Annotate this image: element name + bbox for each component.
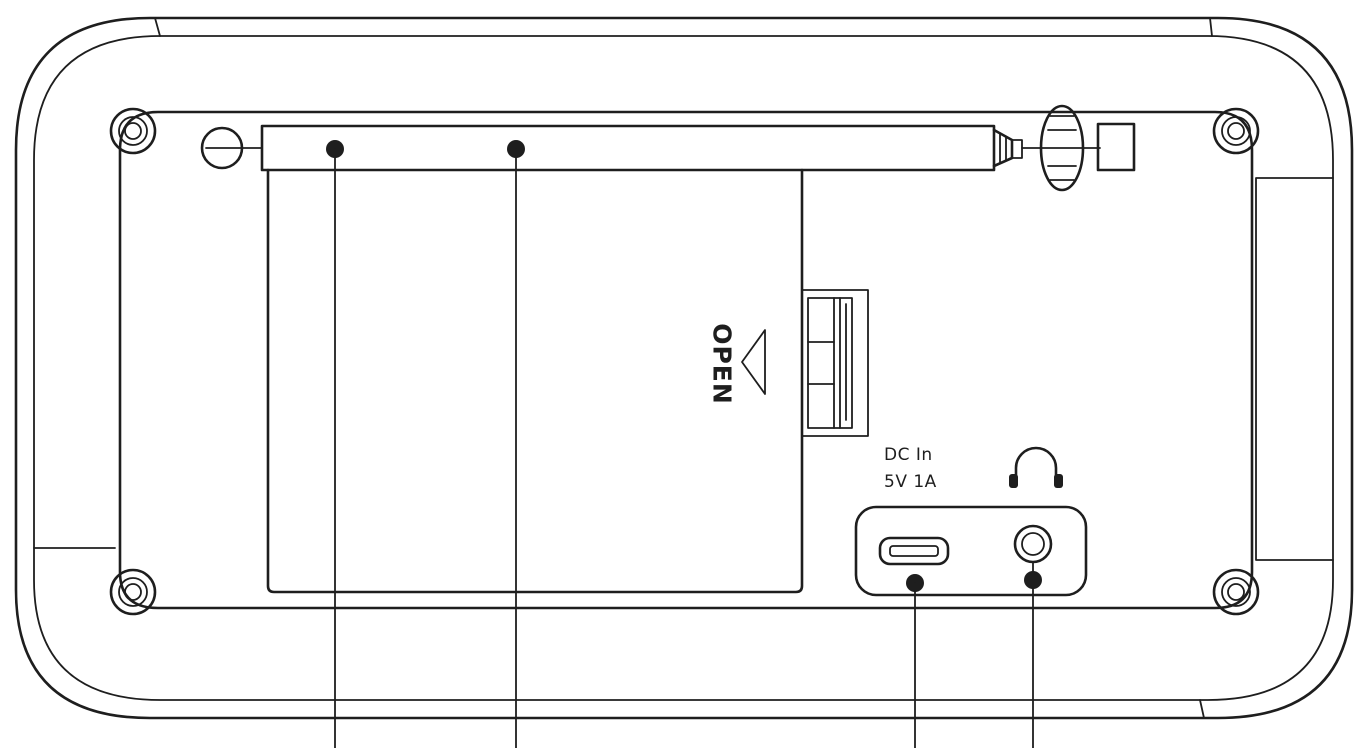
battery-compartment[interactable]: OPEN bbox=[266, 168, 869, 594]
screw-icon bbox=[109, 107, 157, 155]
dc-in-label: DC In bbox=[884, 445, 933, 465]
callout-headphone-jack bbox=[1024, 561, 1042, 748]
screw-icon bbox=[109, 568, 157, 616]
screw-icon bbox=[1212, 568, 1260, 616]
triangle-arrow-icon bbox=[741, 329, 766, 395]
housing-outline bbox=[14, 16, 1354, 720]
telescopic-antenna[interactable] bbox=[200, 104, 1136, 192]
open-label: OPEN bbox=[708, 323, 737, 405]
callout-antenna bbox=[326, 140, 344, 748]
port-panel bbox=[854, 505, 1088, 597]
callout-dc-in-port bbox=[906, 574, 924, 748]
dc-in-rating-label: 5V 1A bbox=[884, 472, 937, 492]
micro-usb-port-icon[interactable] bbox=[878, 536, 950, 566]
screw-icon bbox=[1212, 107, 1260, 155]
headphone-icon bbox=[1009, 446, 1063, 488]
back-panel bbox=[118, 110, 1254, 610]
audio-jack-icon[interactable] bbox=[1013, 524, 1053, 564]
callout-battery-compartment bbox=[507, 140, 525, 748]
